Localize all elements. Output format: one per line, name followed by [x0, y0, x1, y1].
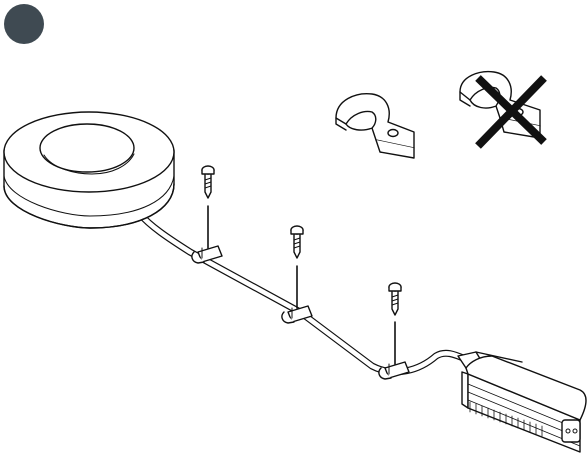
screw: [389, 283, 401, 364]
power-adapter: [458, 352, 586, 452]
cable-clip: [192, 246, 222, 263]
screw: [202, 166, 214, 248]
p-clip-correct: [336, 94, 414, 158]
puck-light: [4, 112, 174, 228]
step-badge: [4, 4, 44, 44]
screw: [291, 226, 303, 308]
cable: [140, 214, 468, 372]
cable-clip: [379, 362, 409, 379]
